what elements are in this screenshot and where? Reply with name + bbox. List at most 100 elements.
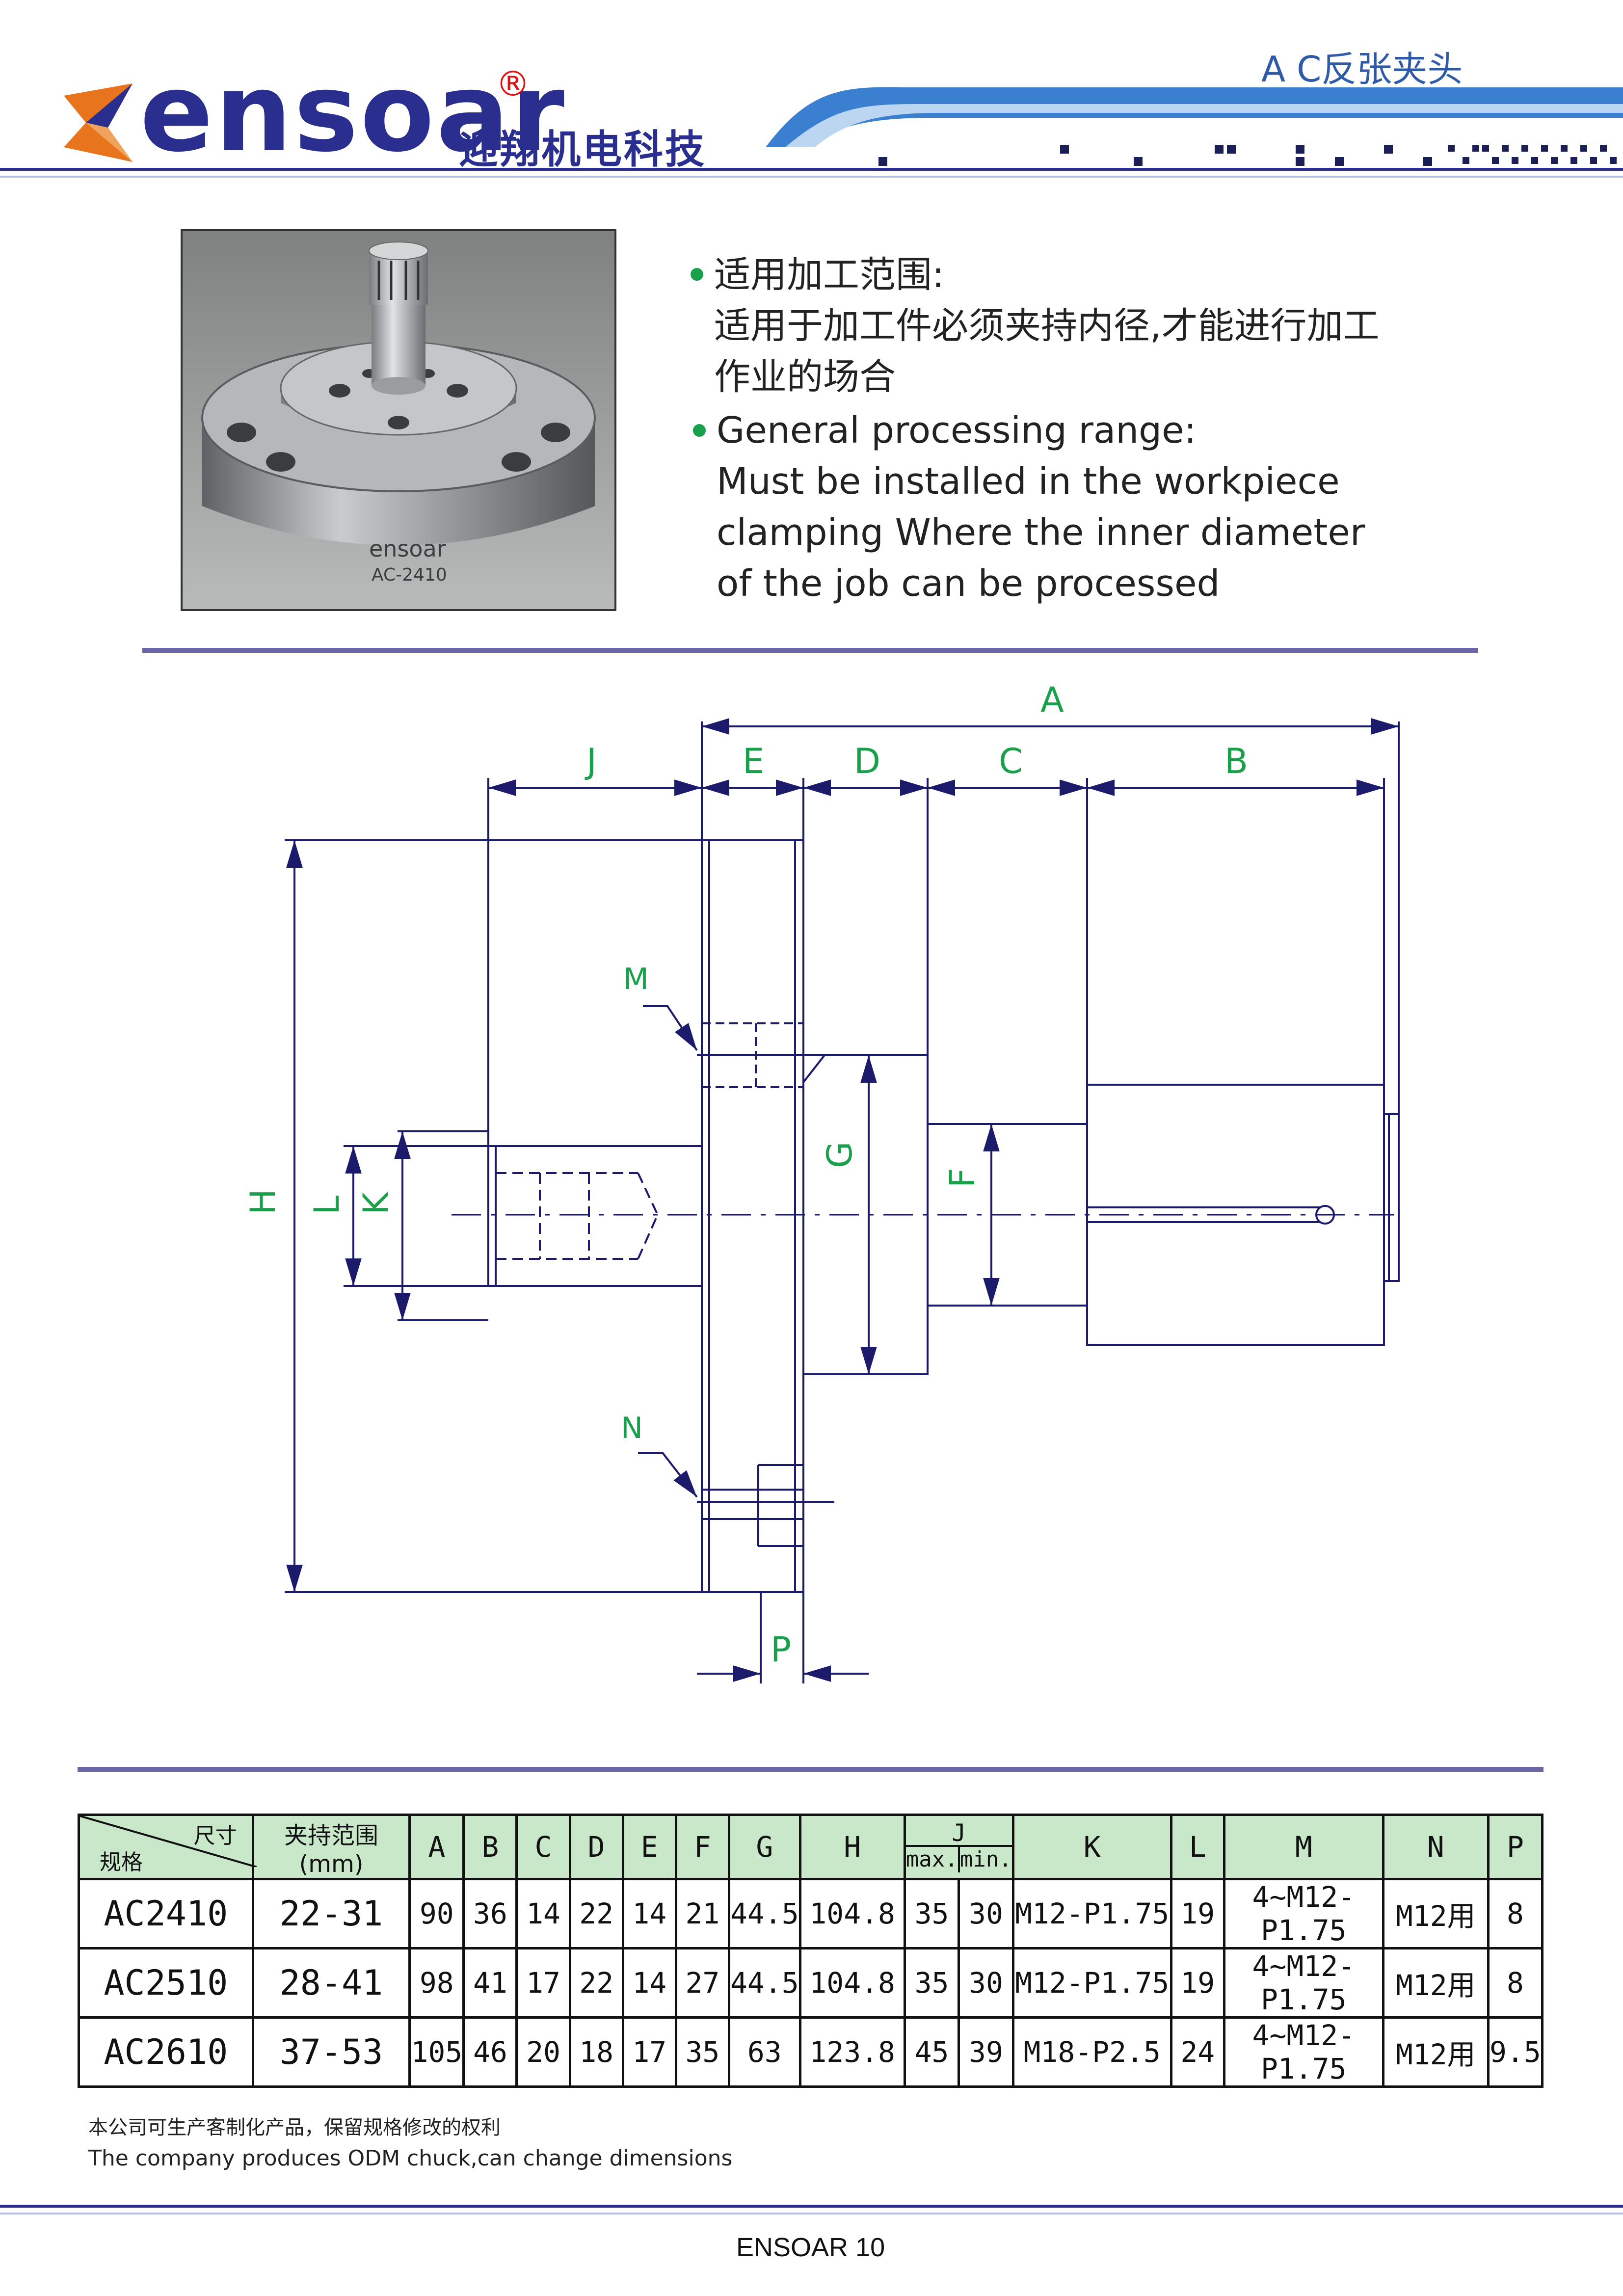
- table-cell: 28-41: [251, 1947, 411, 2019]
- brand-logo-text: ensoar: [140, 50, 566, 176]
- description-cn-line: 作业的场合: [714, 356, 896, 398]
- table-cell: 27: [674, 1947, 730, 2019]
- header-decoration: [0, 83, 1623, 178]
- engraved-brand: ensoar: [369, 535, 446, 562]
- header-h: H: [798, 1814, 906, 1880]
- footnote-en: The company produces ODM chuck,can chang…: [88, 2146, 733, 2171]
- technical-drawing: A J E D C B M N P H L K G F: [243, 680, 1400, 1683]
- table-cell: 39: [958, 2016, 1014, 2088]
- dim-label-l: L: [307, 1196, 347, 1215]
- description-en-heading: General processing range:: [717, 409, 1197, 452]
- corner-header: 尺寸 规格: [78, 1814, 257, 1880]
- description-en-line: Must be installed in the workpiece: [717, 460, 1340, 503]
- document-title: A C反张夹头: [1261, 49, 1463, 90]
- table-cell: 30: [958, 1878, 1014, 1949]
- table-cell: M12用: [1382, 1878, 1490, 1949]
- engraved-model: AC-2410: [372, 565, 447, 585]
- table-cell: 9.5: [1487, 2016, 1544, 2088]
- table-cell: 22: [568, 1947, 624, 2019]
- table-cell: 35: [903, 1878, 960, 1949]
- table-cell: 104.8: [798, 1947, 906, 2019]
- header-clamp-range: 夹持范围(mm): [251, 1814, 411, 1880]
- footnote-cn: 本公司可生产客制化产品，保留规格修改的权利: [88, 2116, 501, 2139]
- header-l: L: [1170, 1814, 1225, 1880]
- table-cell: M18-P2.5: [1011, 2016, 1172, 2088]
- table-cell: 22: [568, 1878, 624, 1949]
- table-cell: M12用: [1382, 1947, 1490, 2019]
- table-cell: 18: [568, 2016, 624, 2088]
- dim-label-b: B: [1224, 741, 1248, 781]
- table-cell: 36: [462, 1878, 518, 1949]
- product-photo: ensoar AC-2410: [181, 229, 616, 611]
- header-f: F: [674, 1814, 730, 1880]
- table-cell: 41: [462, 1947, 518, 2019]
- table-cell: 104.8: [798, 1878, 906, 1949]
- table-cell: 22-31: [251, 1878, 411, 1949]
- table-cell: 17: [621, 2016, 677, 2088]
- dim-label-d: D: [854, 741, 880, 781]
- table-cell: 45: [903, 2016, 960, 2088]
- header-a: A: [408, 1814, 465, 1880]
- table-cell: M12-P1.75: [1011, 1947, 1172, 2019]
- table-cell: 21: [674, 1878, 730, 1949]
- description-en-line: of the job can be processed: [717, 562, 1220, 605]
- table-cell: 37-53: [251, 2016, 411, 2088]
- header-m: M: [1223, 1814, 1384, 1880]
- header-p: P: [1487, 1814, 1544, 1880]
- corner-label-size: 尺寸: [193, 1823, 237, 1848]
- dim-label-c: C: [999, 741, 1023, 781]
- table-cell: 35: [903, 1947, 960, 2019]
- dim-label-g: G: [820, 1142, 860, 1168]
- dim-label-k: K: [356, 1191, 396, 1215]
- header-d: D: [568, 1814, 624, 1880]
- table-cell: 98: [408, 1947, 465, 2019]
- table-cell: 17: [515, 1947, 571, 2019]
- dim-label-m: M: [623, 962, 649, 996]
- table-cell: 90: [408, 1878, 465, 1949]
- model-cell: AC2610: [78, 2016, 254, 2088]
- table-cell: 4~M12-P1.75: [1223, 2016, 1384, 2088]
- bullet-icon: [691, 268, 703, 281]
- footer-page-label: ENSOAR 10: [736, 2233, 885, 2262]
- model-cell: AC2410: [78, 1878, 254, 1949]
- table-cell: 19: [1170, 1947, 1225, 2019]
- description-cn-line: 适用于加工件必须夹持内径,才能进行加工: [714, 305, 1380, 347]
- table-cell: 4~M12-P1.75: [1223, 1947, 1384, 2019]
- company-name-cn: 迎翔机电科技: [459, 127, 706, 172]
- header-j: J max. min.: [903, 1814, 1014, 1880]
- table-cell: 8: [1487, 1947, 1544, 2019]
- table-cell: 14: [621, 1878, 677, 1949]
- table-cell: 14: [515, 1878, 571, 1949]
- diagonal-divider: [80, 1816, 257, 1867]
- description-en-line: clamping Where the inner diameter: [717, 511, 1365, 554]
- header-c: C: [515, 1814, 571, 1880]
- table-cell: 14: [621, 1947, 677, 2019]
- spec-table: 尺寸 规格 夹持范围(mm) A B C D E F G H J max. mi…: [78, 1814, 1544, 2088]
- dim-label-a: A: [1040, 680, 1064, 720]
- header-n: N: [1382, 1814, 1490, 1880]
- header-e: E: [621, 1814, 677, 1880]
- table-cell: 123.8: [798, 2016, 906, 2088]
- section-divider: [142, 648, 1478, 653]
- page-header: ensoar ® 迎翔机电科技 A C反张夹头: [0, 0, 1623, 187]
- table-cell: 63: [727, 2016, 801, 2088]
- bullet-icon: [693, 424, 706, 437]
- table-header-row: 尺寸 规格 夹持范围(mm) A B C D E F G H J max. mi…: [78, 1814, 1544, 1880]
- table-cell: 44.5: [727, 1878, 801, 1949]
- header-j-label: J: [905, 1821, 1012, 1847]
- table-cell: 20: [515, 2016, 571, 2088]
- dim-label-f: F: [942, 1168, 983, 1188]
- table-cell: M12用: [1382, 2016, 1490, 2088]
- dim-label-j: J: [585, 741, 597, 781]
- registered-mark: ®: [496, 64, 530, 104]
- table-cell: 19: [1170, 1878, 1225, 1949]
- dim-label-p: P: [771, 1629, 791, 1670]
- table-cell: 35: [674, 2016, 730, 2088]
- table-cell: 4~M12-P1.75: [1223, 1878, 1384, 1949]
- header-g: G: [727, 1814, 801, 1880]
- dim-label-h: H: [243, 1189, 283, 1215]
- table-cell: 24: [1170, 2016, 1225, 2088]
